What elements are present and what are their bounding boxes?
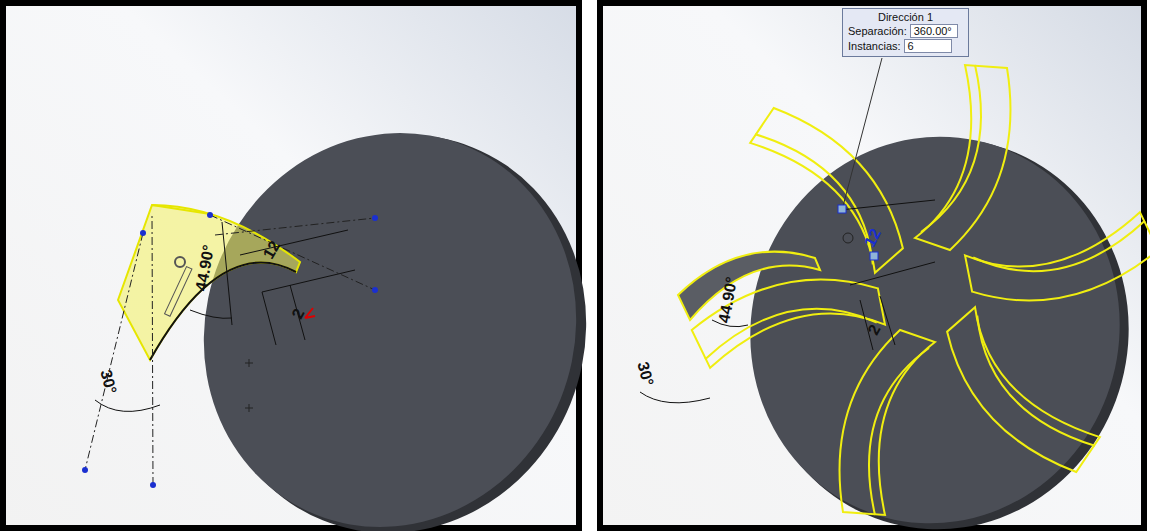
tooltip-panel: Dirección 1Separación:360.00°Instancias:… — [842, 8, 969, 57]
field-value: 360.00° — [910, 24, 958, 38]
field-row: Instancias:6 — [848, 39, 963, 53]
field-name: Instancias: — [848, 40, 901, 52]
field-row: Separación:360.00° — [848, 24, 963, 38]
field-name: Separación: — [848, 25, 907, 37]
panel-heading: Dirección 1 — [848, 11, 963, 23]
field-value: 6 — [904, 39, 952, 53]
